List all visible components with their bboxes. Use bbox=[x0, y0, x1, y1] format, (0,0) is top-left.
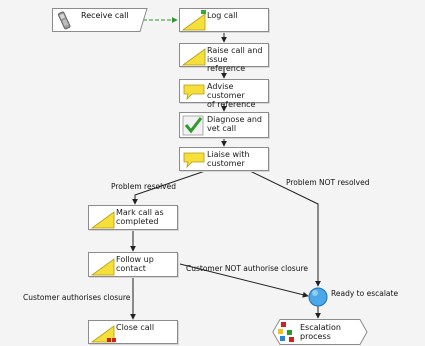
task-icon bbox=[90, 258, 115, 276]
problem-resolved-label: Problem resolved bbox=[111, 182, 176, 191]
flow-customer-not-authorise bbox=[179, 263, 309, 298]
raise-call-label: Raise call and issue reference bbox=[207, 46, 263, 73]
receive-call-node[interactable] bbox=[52, 8, 148, 32]
raise-call-task[interactable]: Raise call and issue reference bbox=[179, 43, 269, 73]
diagnose-task[interactable]: Diagnose and vet call bbox=[179, 112, 269, 138]
mark-completed-task[interactable]: Mark call as completed bbox=[88, 205, 178, 230]
flow-problem-not-resolved bbox=[247, 169, 321, 287]
task-icon bbox=[90, 325, 116, 343]
liaise-label: Liaise with customer bbox=[207, 150, 250, 168]
checkmark-icon bbox=[182, 115, 204, 136]
phone-icon bbox=[57, 11, 71, 30]
receive-call-label: Receive call bbox=[81, 11, 129, 20]
problem-not-resolved-label: Problem NOT resolved bbox=[286, 178, 370, 187]
ready-to-escalate-label: Ready to escalate bbox=[331, 289, 399, 298]
customer-not-authorise-label: Customer NOT authorise closure bbox=[186, 264, 308, 273]
ready-to-escalate-gateway bbox=[308, 287, 328, 307]
subprocess-icon bbox=[278, 322, 294, 342]
task-icon bbox=[181, 48, 206, 66]
speech-bubble-icon bbox=[183, 152, 205, 169]
task-icon bbox=[90, 211, 115, 229]
mark-completed-label: Mark call as completed bbox=[116, 208, 164, 226]
close-call-task[interactable]: Close call bbox=[88, 320, 178, 344]
escalation-process-node[interactable] bbox=[272, 319, 368, 345]
log-call-task[interactable]: Log call bbox=[179, 8, 269, 32]
speech-bubble-icon bbox=[183, 84, 205, 101]
close-call-label: Close call bbox=[116, 323, 155, 332]
advise-customer-task[interactable]: Advise customer of reference bbox=[179, 79, 269, 109]
flow-problem-resolved bbox=[132, 169, 209, 205]
task-icon bbox=[181, 10, 206, 31]
follow-up-task[interactable]: Follow up contact bbox=[88, 252, 178, 277]
log-call-label: Log call bbox=[207, 11, 238, 20]
liaise-task[interactable]: Liaise with customer bbox=[179, 147, 269, 171]
diagnose-label: Diagnose and vet call bbox=[207, 115, 263, 133]
escalation-process-label: Escalation process bbox=[300, 323, 341, 341]
advise-customer-label: Advise customer of reference bbox=[207, 82, 256, 109]
follow-up-label: Follow up contact bbox=[116, 255, 154, 273]
customer-authorises-label: Customer authorises closure bbox=[23, 293, 131, 302]
